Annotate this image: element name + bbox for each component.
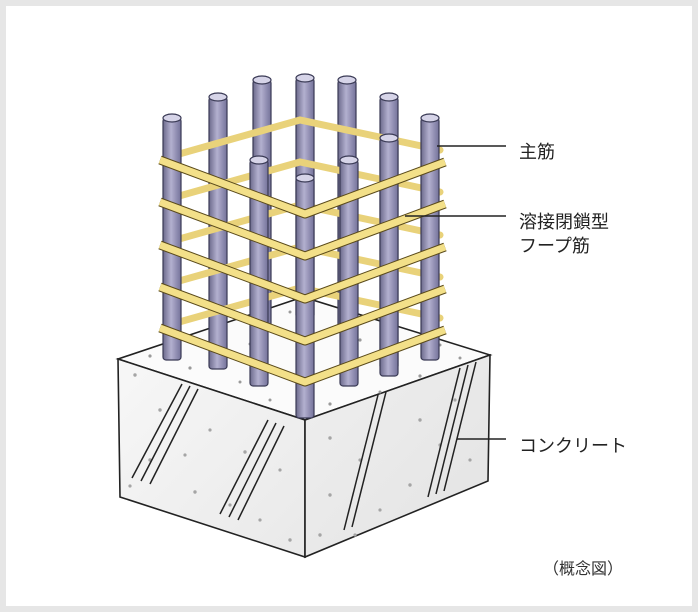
hoop-rebar-label: 溶接閉鎖型 フープ筋 (519, 211, 609, 259)
diagram-panel: 主筋 溶接閉鎖型 フープ筋 コンクリート （概念図） (6, 6, 692, 606)
leader-lines (405, 145, 506, 440)
concept-note: （概念図） (543, 559, 624, 578)
hoop-label-line2: フープ筋 (519, 236, 590, 257)
concrete-label: コンクリート (519, 436, 627, 457)
hoop-label-line1: 溶接閉鎖型 (519, 212, 609, 233)
rebar-column-illustration (115, 73, 506, 559)
concrete-right-face (304, 353, 491, 559)
main-rebar-label: 主筋 (519, 142, 555, 163)
